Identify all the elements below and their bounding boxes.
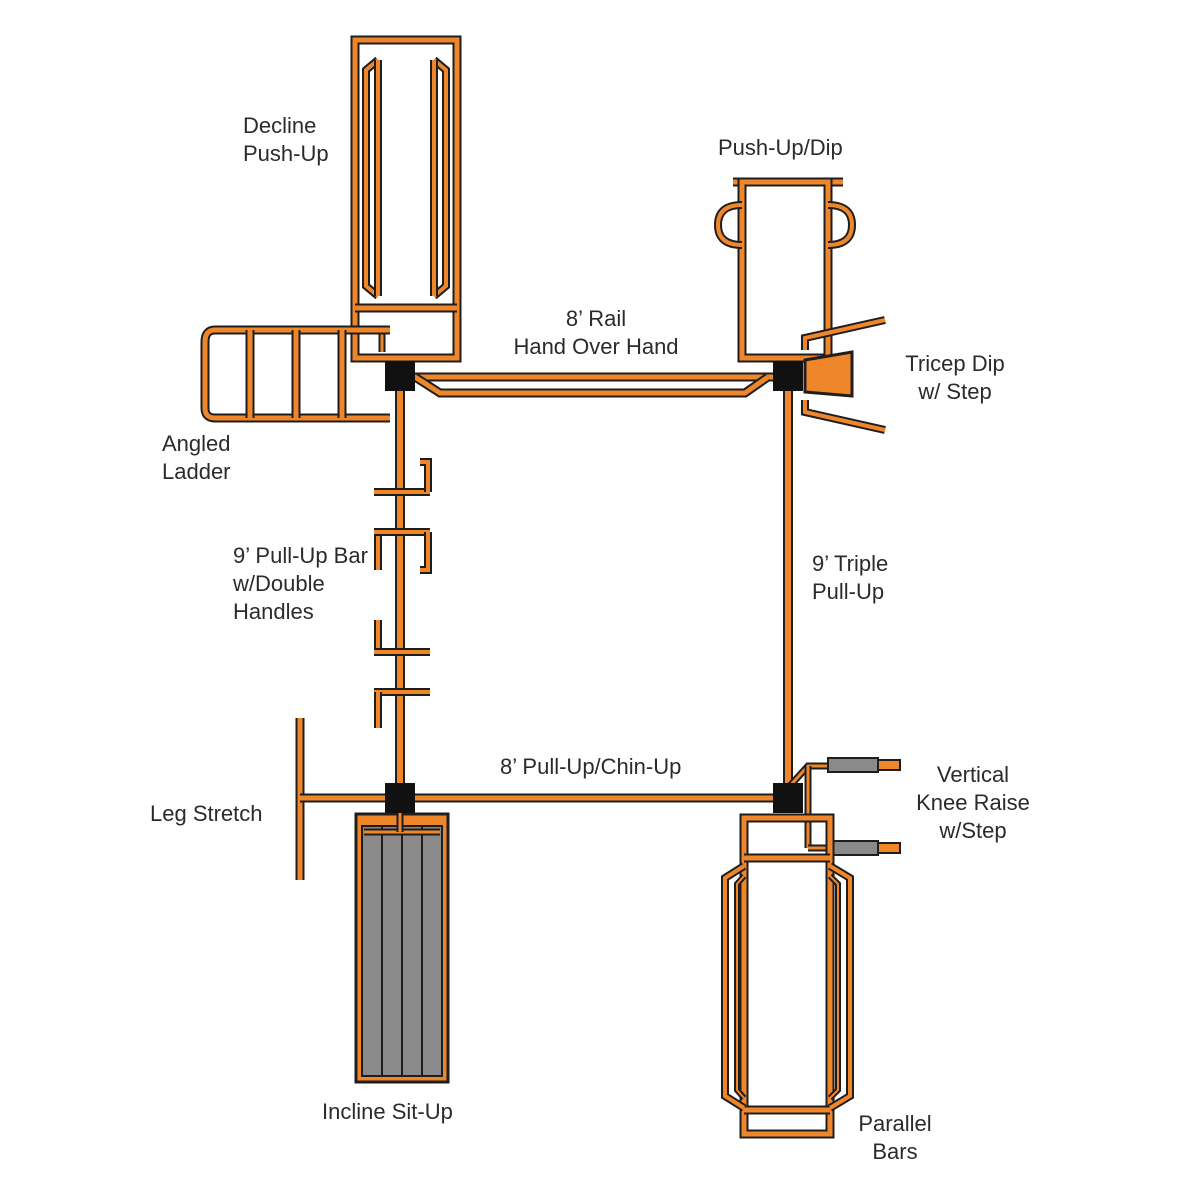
label-incline-situp: Incline Sit-Up xyxy=(322,1099,453,1124)
label-pushup-dip: Push-Up/Dip xyxy=(718,135,843,160)
pushup-dip-station xyxy=(713,177,857,363)
joint-top-left xyxy=(385,361,415,391)
knee-raise-station xyxy=(785,757,901,856)
angled-ladder-station xyxy=(200,325,390,423)
hand-over-hand-rail xyxy=(400,372,790,398)
label-chinup-bar: 8’ Pull-Up/Chin-Up xyxy=(500,754,682,779)
double-handle-pullup-bar xyxy=(374,377,432,798)
tricep-dip-station xyxy=(801,316,886,434)
leg-stretch-station xyxy=(295,718,400,880)
parallel-bars-station xyxy=(721,813,854,1139)
joint-top-right xyxy=(773,361,803,391)
joint-bottom-left xyxy=(385,783,415,813)
decline-pushup-station xyxy=(350,35,462,363)
incline-situp-station xyxy=(354,806,450,1084)
label-leg-stretch: Leg Stretch xyxy=(150,801,263,826)
joint-bottom-right xyxy=(773,783,803,813)
